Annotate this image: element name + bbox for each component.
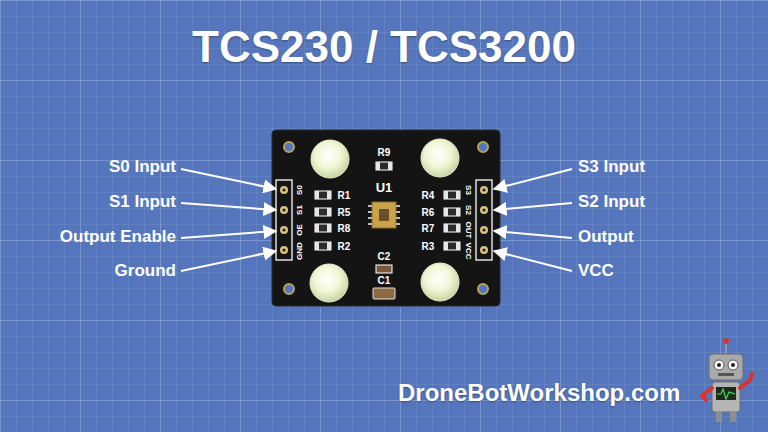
leader-arrow: [181, 169, 572, 271]
silkscreen-pin: VCC: [464, 243, 473, 260]
part-name: R6: [422, 207, 435, 218]
silkscreen-pin: S0: [296, 185, 305, 195]
robot-mascot: [702, 338, 752, 422]
pin-label: S3 Input: [578, 158, 645, 177]
part-name: R7: [422, 223, 435, 234]
silkscreen-pin: S1: [296, 205, 305, 215]
circuit-board: [272, 130, 500, 306]
title: TCS230 / TCS3200: [192, 23, 576, 71]
part-name: R3: [422, 241, 435, 252]
silkscreen-pin: OUT: [464, 222, 473, 239]
silkscreen-pin: S2: [464, 205, 473, 215]
part-name: R2: [338, 241, 351, 252]
pin-label: S0 Input: [109, 158, 176, 177]
pin-label: S2 Input: [578, 193, 645, 212]
part-name: C1: [378, 275, 391, 286]
pin-label: VCC: [578, 262, 614, 281]
led: [310, 139, 459, 302]
part-name: U1: [376, 181, 393, 195]
silkscreen-pin: OE: [296, 224, 305, 236]
pin-header: [276, 180, 492, 260]
pin-label: Output Enable: [60, 228, 176, 247]
pin-label: S1 Input: [109, 193, 176, 212]
part-name: R4: [422, 190, 435, 201]
part-name: R1: [338, 190, 351, 201]
part-name: R5: [338, 207, 351, 218]
pin-label: Output: [578, 228, 634, 247]
part-name: C2: [378, 251, 391, 262]
capacitor-symbol: [373, 265, 395, 299]
part-name: R9: [378, 147, 391, 158]
pin-label: Ground: [115, 262, 176, 281]
silkscreen-pin: GND: [296, 242, 305, 260]
sensor-chip: [368, 202, 400, 228]
silkscreen-pin: S3: [464, 185, 473, 195]
watermark: DroneBotWorkshop.com: [398, 380, 680, 406]
part-name: R8: [338, 223, 351, 234]
resistor-symbol: [315, 162, 460, 250]
